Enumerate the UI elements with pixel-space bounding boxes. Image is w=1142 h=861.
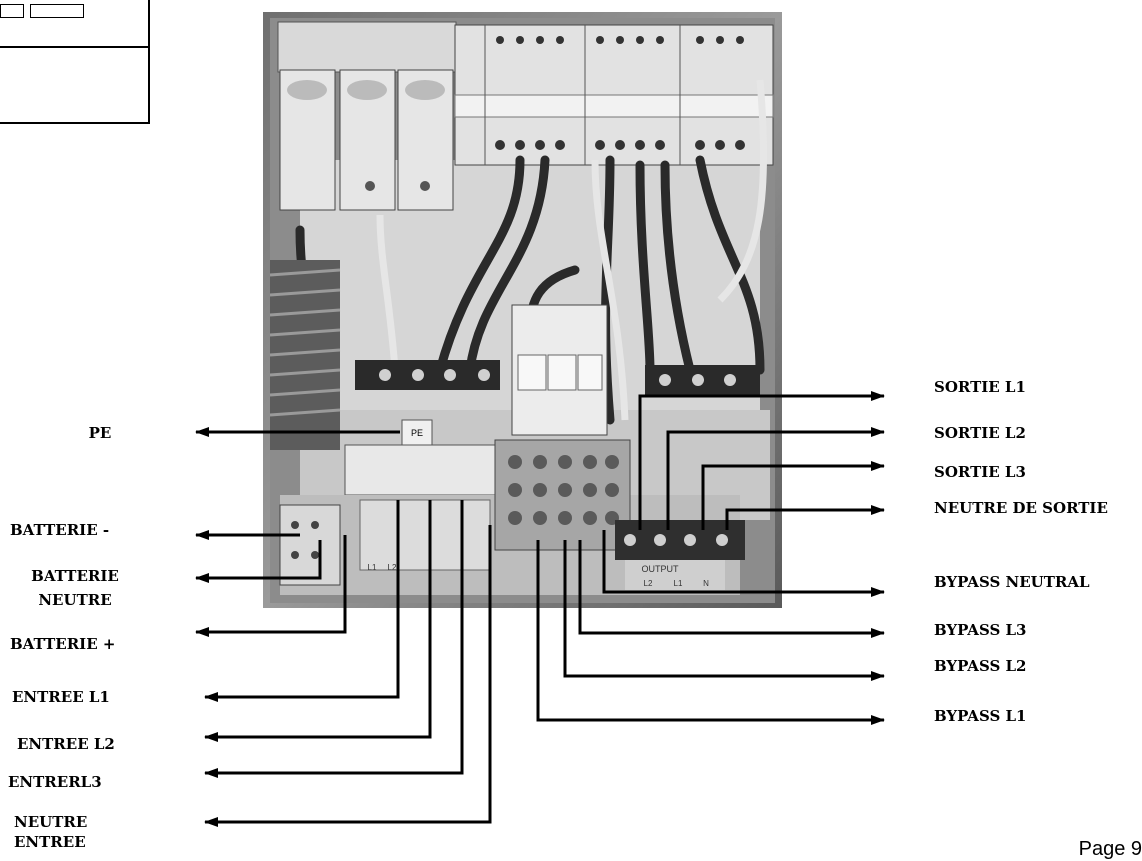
pe-tag: PE (411, 428, 423, 438)
page-number: Page 9 (1078, 838, 1142, 860)
breaker-rail (454, 24, 774, 166)
label-sortie-l1: SORTIE L1 (934, 378, 1026, 396)
input-terminal-l2: L2 (388, 563, 397, 572)
label-batterie-plus: BATTERIE + (10, 635, 116, 653)
label-bypass-l3: BYPASS L3 (934, 621, 1027, 639)
sortie-l2-arrow (666, 427, 885, 530)
label-neutre-de-sortie: NEUTRE DE SORTIE (934, 499, 1108, 517)
label-batterie-neutre-1: BATTERIE (31, 567, 119, 585)
label-batterie-neutre-2: NEUTRE (38, 591, 112, 609)
cabinet-photo: PE OUTPUT L2 L1 N L1 L2 (263, 12, 782, 608)
batterie-plus-arrow (195, 535, 347, 637)
neutre-sortie-arrow (725, 505, 885, 530)
fragment-box (0, 0, 150, 124)
input-terminal-l1: L1 (368, 563, 377, 572)
label-bypass-neutral: BYPASS NEUTRAL (934, 573, 1090, 591)
left-connectors (195, 427, 492, 827)
label-entree-l2: ENTREE L2 (17, 735, 115, 753)
entree-l3-arrow (204, 500, 464, 778)
neutre-entree-arrow (204, 525, 492, 827)
bypass-l3-arrow (578, 540, 885, 638)
entree-l2-arrow (204, 500, 432, 742)
label-batterie-minus: BATTERIE - (10, 521, 110, 539)
label-pe: PE (88, 424, 112, 442)
sortie-l1-arrow (638, 391, 885, 530)
entree-l1-arrow (204, 500, 400, 702)
bypass-l1-arrow (536, 540, 885, 725)
label-sortie-l2: SORTIE L2 (934, 424, 1026, 442)
label-entree-l3: ENTRERL3 (8, 773, 102, 791)
fragment-divider (0, 46, 150, 48)
label-entree-l1: ENTREE L1 (12, 688, 110, 706)
right-connectors (536, 391, 885, 725)
fragment-glyph (0, 4, 24, 18)
output-terminal-l2: L2 (644, 579, 653, 588)
fuse-holders (277, 21, 457, 211)
output-terminal-n: N (703, 579, 709, 588)
cables-light (376, 79, 768, 421)
output-tag: OUTPUT (642, 564, 680, 574)
sortie-l3-arrow (701, 461, 885, 530)
label-neutre-entree-2: ENTREE (14, 833, 86, 851)
conduit (269, 260, 341, 450)
label-neutre-entree-1: NEUTRE (14, 813, 88, 831)
label-bypass-l1: BYPASS L1 (934, 707, 1027, 725)
label-bypass-l2: BYPASS L2 (934, 657, 1027, 675)
fragment-glyph (30, 4, 84, 18)
bypass-l2-arrow (563, 540, 885, 681)
batterie-neutre-arrow (195, 540, 322, 583)
output-terminal-l1: L1 (674, 579, 683, 588)
label-sortie-l3: SORTIE L3 (934, 463, 1026, 481)
bypass-neutral-arrow (602, 530, 885, 597)
